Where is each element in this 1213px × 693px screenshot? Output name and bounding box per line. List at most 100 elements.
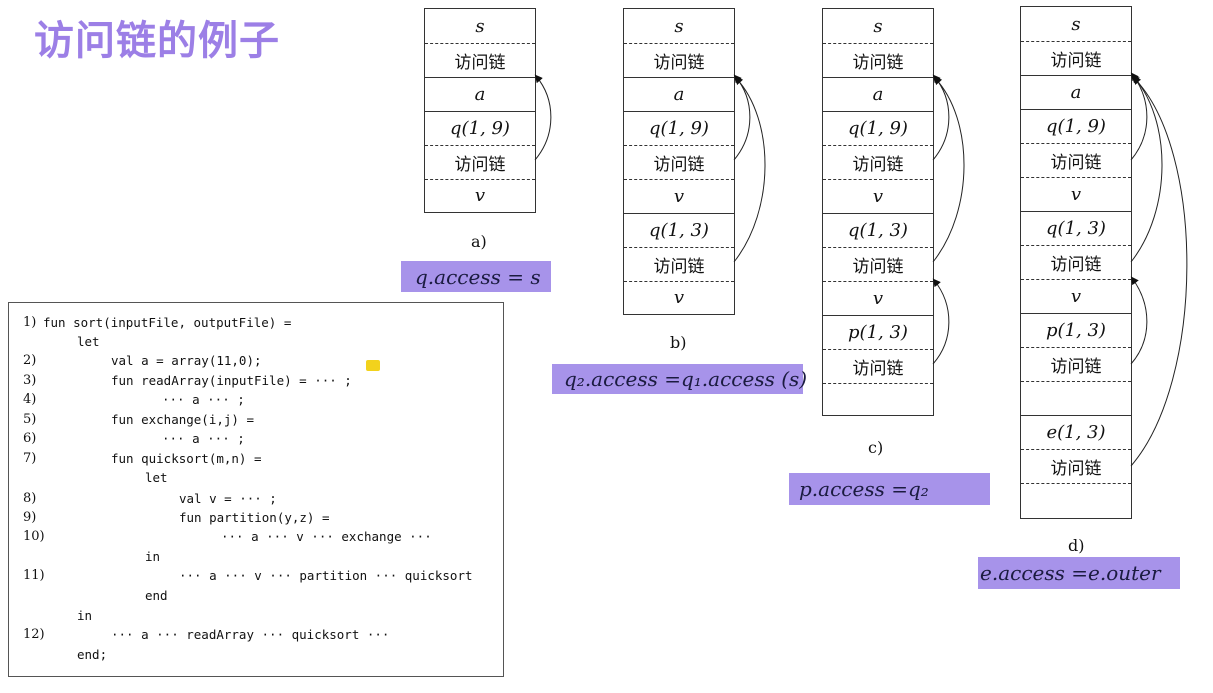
stack-cell-q19: q(1, 9) bbox=[1046, 115, 1106, 137]
dashed-divider bbox=[823, 349, 933, 350]
solid-divider bbox=[823, 77, 933, 78]
line-number: 6) bbox=[23, 431, 37, 446]
stack-cell-access-link: 访问链 bbox=[1050, 458, 1102, 479]
access-link-arrow bbox=[534, 74, 552, 161]
solid-divider bbox=[425, 77, 535, 78]
dashed-divider bbox=[823, 145, 933, 146]
access-link-arrow bbox=[932, 278, 950, 365]
solid-divider bbox=[624, 77, 734, 78]
stack-cell-p13: p(1, 3) bbox=[848, 321, 908, 343]
code-text: let bbox=[145, 470, 168, 485]
stack-cell-v: v bbox=[872, 287, 884, 309]
access-link-arrow bbox=[932, 74, 950, 161]
solid-divider bbox=[425, 111, 535, 112]
dashed-divider bbox=[1021, 483, 1131, 484]
stack-cell-v: v bbox=[673, 185, 685, 207]
code-text: val a = array(11,0); bbox=[111, 353, 262, 368]
stack-cell-a: a bbox=[673, 83, 685, 105]
code-listing: 1)fun sort(inputFile, outputFile) = let … bbox=[8, 302, 504, 677]
code-text: ··· a ··· v ··· partition ··· quicksort bbox=[179, 568, 473, 583]
line-number: 1) bbox=[23, 315, 37, 330]
solid-divider bbox=[823, 213, 933, 214]
stack-cell-a: a bbox=[872, 83, 884, 105]
dashed-divider bbox=[1021, 245, 1131, 246]
dashed-divider bbox=[1021, 41, 1131, 42]
dashed-divider bbox=[624, 179, 734, 180]
stack-cell-access-link: 访问链 bbox=[653, 52, 705, 73]
code-text: ··· a ··· readArray ··· quicksort ··· bbox=[111, 627, 390, 642]
comment-note-icon[interactable] bbox=[366, 360, 380, 371]
line-number: 10) bbox=[23, 529, 45, 544]
dashed-divider bbox=[1021, 381, 1131, 382]
stack-cell-v: v bbox=[872, 185, 884, 207]
code-text: fun sort(inputFile, outputFile) = bbox=[43, 315, 292, 330]
highlight-a: q.access = s bbox=[401, 261, 551, 292]
stack-cell-access-link: 访问链 bbox=[1050, 152, 1102, 173]
solid-divider bbox=[1021, 211, 1131, 212]
access-link-arrow bbox=[1130, 276, 1148, 365]
dashed-divider bbox=[624, 281, 734, 282]
stack-cell-access-link: 访问链 bbox=[1050, 50, 1102, 71]
stack-cell-access-link: 访问链 bbox=[454, 52, 506, 73]
access-link-arrow bbox=[1130, 72, 1148, 161]
highlight-c: p.access =q₂ bbox=[789, 473, 990, 505]
dashed-divider bbox=[1021, 449, 1131, 450]
code-text: ··· a ··· ; bbox=[162, 392, 245, 407]
dashed-divider bbox=[624, 145, 734, 146]
solid-divider bbox=[823, 111, 933, 112]
solid-divider bbox=[624, 111, 734, 112]
code-text: ··· a ··· v ··· exchange ··· bbox=[221, 529, 432, 544]
solid-divider bbox=[624, 213, 734, 214]
activation-stack-a: s 访问链 a q(1, 9) 访问链 v bbox=[424, 8, 536, 213]
line-number: 11) bbox=[23, 568, 45, 583]
highlight-b: q₂.access =q₁.access (s) bbox=[552, 364, 807, 394]
dashed-divider bbox=[823, 43, 933, 44]
dashed-divider bbox=[425, 179, 535, 180]
access-link-arrow bbox=[1130, 74, 1163, 263]
code-text: let bbox=[77, 334, 100, 349]
code-text: fun partition(y,z) = bbox=[179, 510, 330, 525]
solid-divider bbox=[1021, 109, 1131, 110]
code-text: end; bbox=[77, 647, 108, 662]
dashed-divider bbox=[425, 43, 535, 44]
dashed-divider bbox=[1021, 347, 1131, 348]
caption-b: b) bbox=[670, 333, 687, 352]
page-title: 访问链的例子 bbox=[34, 18, 280, 64]
code-text: fun readArray(inputFile) = ··· ; bbox=[111, 373, 352, 388]
stack-cell-v: v bbox=[1070, 285, 1082, 307]
line-number: 8) bbox=[23, 491, 37, 506]
stack-cell-q13: q(1, 3) bbox=[848, 219, 908, 241]
code-text: in bbox=[145, 549, 161, 564]
dashed-divider bbox=[1021, 143, 1131, 144]
dashed-divider bbox=[624, 247, 734, 248]
solid-divider bbox=[1021, 415, 1131, 416]
activation-stack-c: s 访问链 a q(1, 9) 访问链 v q(1, 3) 访问链 v p(1,… bbox=[822, 8, 934, 416]
stack-cell-q19: q(1, 9) bbox=[848, 117, 908, 139]
code-text: fun quicksort(m,n) = bbox=[111, 451, 262, 466]
code-text: end bbox=[145, 588, 168, 603]
line-number: 12) bbox=[23, 627, 45, 642]
stack-cell-access-link: 访问链 bbox=[653, 154, 705, 175]
stack-cell-q19: q(1, 9) bbox=[649, 117, 709, 139]
line-number: 5) bbox=[23, 412, 37, 427]
stack-cell-s: s bbox=[475, 15, 485, 37]
solid-divider bbox=[1021, 313, 1131, 314]
access-link-arrow bbox=[1130, 76, 1188, 467]
dashed-divider bbox=[823, 281, 933, 282]
stack-cell-v: v bbox=[673, 287, 685, 308]
line-number: 9) bbox=[23, 510, 37, 525]
dashed-divider bbox=[425, 145, 535, 146]
highlight-d: e.access =e.outer bbox=[978, 557, 1180, 589]
stack-cell-e13: e(1, 3) bbox=[1046, 421, 1106, 443]
dashed-divider bbox=[823, 179, 933, 180]
access-link-arrow bbox=[733, 74, 751, 161]
caption-c: c) bbox=[868, 438, 884, 457]
stack-cell-access-link: 访问链 bbox=[852, 358, 904, 379]
stack-cell-v: v bbox=[474, 185, 486, 206]
caption-a: a) bbox=[471, 232, 487, 251]
access-link-arrow bbox=[932, 76, 965, 263]
line-number: 7) bbox=[23, 451, 37, 466]
stack-cell-access-link: 访问链 bbox=[1050, 254, 1102, 275]
stack-cell-a: a bbox=[474, 83, 486, 105]
line-number: 3) bbox=[23, 373, 37, 388]
